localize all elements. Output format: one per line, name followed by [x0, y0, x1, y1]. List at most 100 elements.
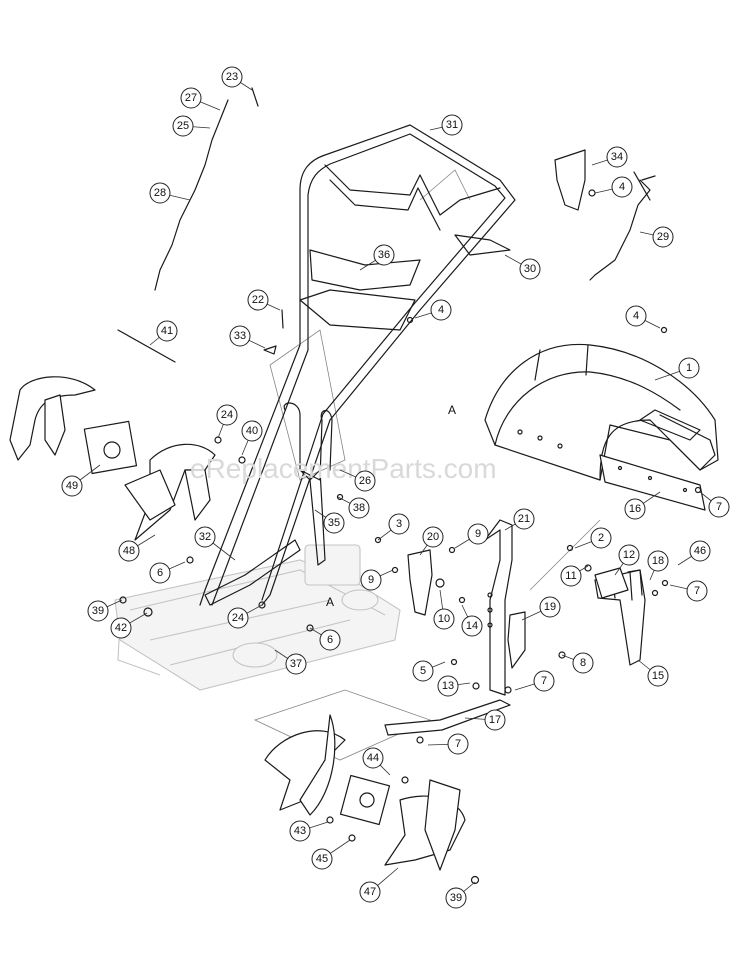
- callout-number: 19: [544, 601, 556, 613]
- callout-circle: [227, 607, 249, 629]
- callout-number: 38: [353, 502, 365, 514]
- callout-7: 7: [699, 491, 730, 518]
- callout-circle: [247, 289, 269, 311]
- callout-34: 34: [591, 146, 628, 168]
- callout-9: 9: [454, 523, 489, 549]
- callout-circle: [625, 305, 647, 327]
- callout-number: 44: [367, 752, 379, 764]
- callout-circle: [445, 887, 467, 909]
- callout-circle: [360, 569, 382, 591]
- tine-assembly-left: [9, 376, 138, 475]
- transmission-ghost: [114, 544, 401, 691]
- callout-40: 40: [241, 420, 263, 456]
- callout-number: 9: [475, 528, 481, 540]
- callout-4: 4: [414, 299, 452, 321]
- callout-number: 14: [466, 620, 478, 632]
- callout-circle: [229, 325, 251, 347]
- callout-number: 47: [364, 886, 376, 898]
- callout-22: 22: [247, 289, 281, 311]
- callout-number: 41: [161, 325, 173, 337]
- callout-1: 1: [654, 357, 700, 381]
- callout-number: 16: [629, 503, 641, 515]
- callout-31: 31: [429, 114, 463, 136]
- callout-circle: [422, 526, 444, 548]
- callout-number: 26: [359, 475, 371, 487]
- callout-47: 47: [359, 867, 399, 903]
- callout-number: 34: [611, 151, 623, 163]
- callout-number: 39: [450, 892, 462, 904]
- callout-circle: [319, 629, 341, 651]
- callout-23: 23: [221, 66, 253, 91]
- callout-5: 5: [412, 660, 446, 682]
- callout-14: 14: [461, 604, 483, 637]
- callout-10: 10: [433, 589, 455, 630]
- callout-number: 33: [234, 330, 246, 342]
- callout-circle: [513, 508, 535, 530]
- callout-15: 15: [637, 659, 669, 687]
- callout-circle: [519, 258, 541, 280]
- callout-number: 7: [716, 501, 722, 513]
- watermark: eReplacementParts.com: [190, 453, 497, 484]
- reference-letter-a-shield: A: [448, 403, 456, 417]
- callout-circle: [560, 565, 582, 587]
- callout-circle: [467, 523, 489, 545]
- lever-arm: [384, 699, 511, 736]
- callout-circle: [359, 881, 381, 903]
- callout-number: 45: [316, 853, 328, 865]
- callout-number: 7: [694, 585, 700, 597]
- tine-assembly-center: [124, 443, 216, 541]
- clutch-cable: [154, 87, 259, 291]
- callout-43: 43: [289, 820, 329, 842]
- callout-number: 24: [221, 409, 233, 421]
- callout-circle: [311, 848, 333, 870]
- callout-number: 15: [652, 670, 664, 682]
- callout-number: 13: [442, 680, 454, 692]
- callout-circle: [221, 66, 243, 88]
- callout-number: 4: [633, 310, 639, 322]
- callout-39: 39: [445, 881, 476, 909]
- callout-number: 21: [518, 513, 530, 525]
- main-handle: [199, 124, 516, 606]
- callout-number: 6: [327, 634, 333, 646]
- callout-circle: [216, 404, 238, 426]
- callout-circle: [156, 320, 178, 342]
- callout-37: 37: [274, 649, 307, 675]
- callout-41: 41: [149, 320, 178, 346]
- callout-circle: [433, 608, 455, 630]
- callout-circle: [118, 540, 140, 562]
- callout-21: 21: [504, 508, 535, 531]
- callout-number: 12: [623, 549, 635, 561]
- callout-circle: [652, 226, 674, 248]
- callout-7: 7: [514, 670, 555, 692]
- callout-number: 24: [232, 612, 244, 624]
- callout-45: 45: [311, 839, 351, 870]
- callout-circle: [354, 470, 376, 492]
- callout-circle: [678, 357, 700, 379]
- callout-circle: [87, 600, 109, 622]
- callout-number: 11: [565, 570, 576, 582]
- callout-number: 17: [489, 714, 501, 726]
- callout-19: 19: [521, 596, 561, 621]
- callout-number: 10: [438, 613, 450, 625]
- callout-circle: [708, 496, 730, 518]
- callout-32: 32: [194, 526, 236, 561]
- callout-number: 6: [157, 567, 163, 579]
- callout-circle: [647, 665, 669, 687]
- callout-4: 4: [625, 305, 661, 329]
- callout-circle: [686, 580, 708, 602]
- callout-4: 4: [594, 176, 633, 198]
- callout-number: 32: [199, 531, 211, 543]
- callout-29: 29: [639, 226, 674, 248]
- callout-24: 24: [227, 604, 263, 629]
- callout-number: 9: [368, 574, 374, 586]
- reference-letter-a-frame: A: [326, 595, 334, 609]
- throttle-cable: [589, 171, 656, 281]
- callout-circle: [533, 670, 555, 692]
- callout-number: 48: [123, 545, 135, 557]
- cable-bracket: [554, 149, 586, 211]
- callout-6: 6: [309, 627, 341, 651]
- callout-circle: [412, 660, 434, 682]
- callout-18: 18: [647, 550, 669, 581]
- tine-assembly-lower: [264, 714, 466, 871]
